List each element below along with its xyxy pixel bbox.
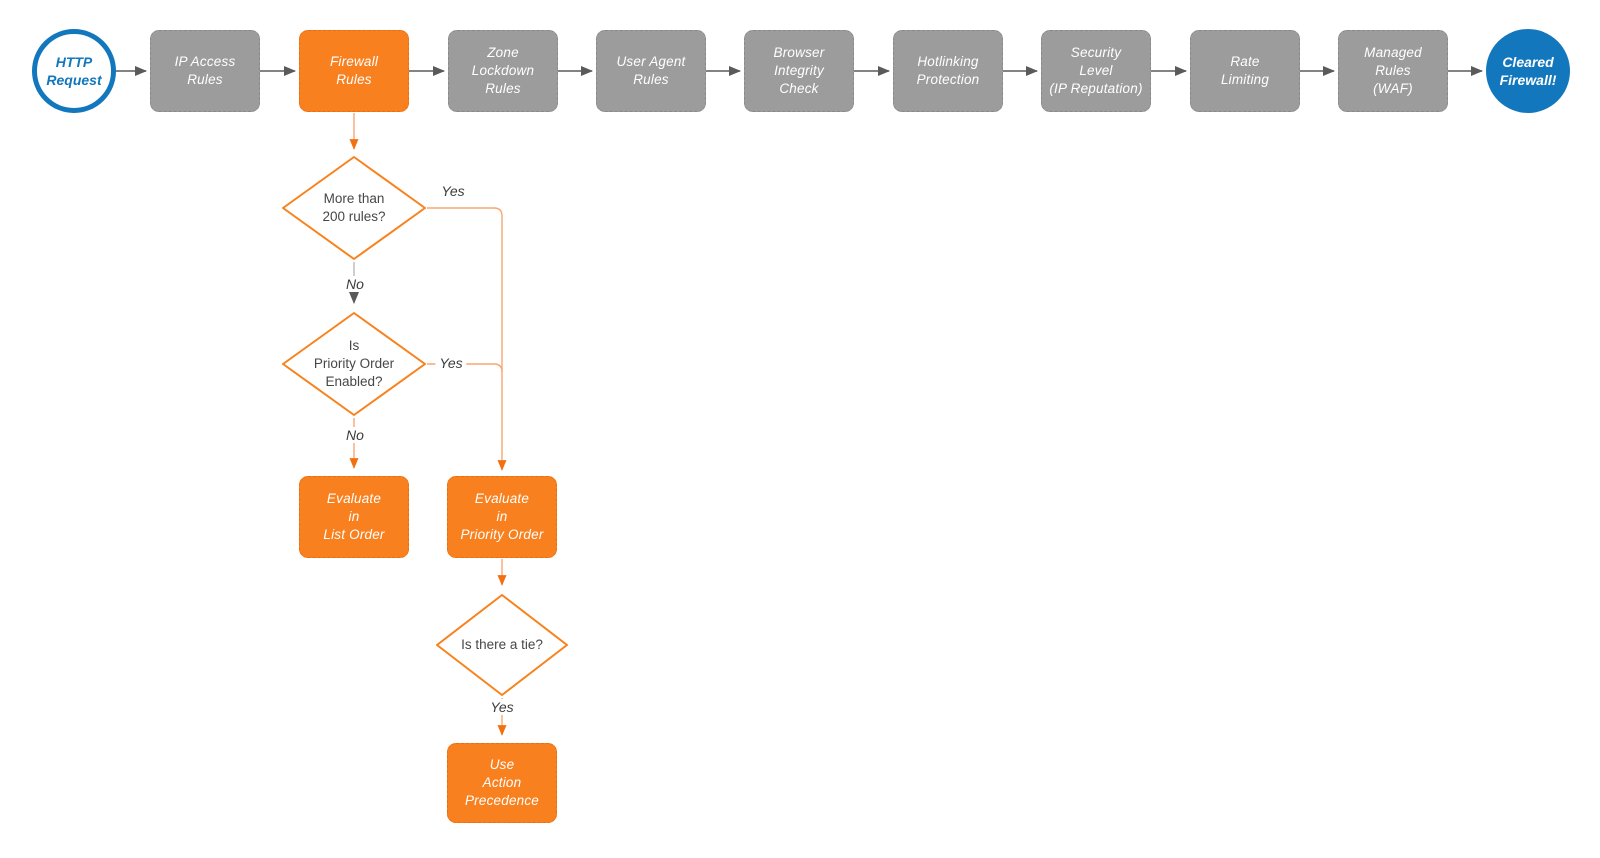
step-label: Firewall Rules <box>329 54 379 87</box>
step-zone-lockdown-rules: Zone Lockdown Rules <box>448 30 558 112</box>
step-label: Security Level (IP Reputation) <box>1049 45 1143 96</box>
action-evaluate-priority-order: Evaluate in Priority Order <box>447 476 557 558</box>
start-node-label: HTTP Request <box>46 53 102 88</box>
edge-label-no-2: No <box>342 427 368 443</box>
step-managed-rules-waf: Managed Rules (WAF) <box>1338 30 1448 112</box>
decision-is-there-a-tie: Is there a tie? <box>435 593 569 697</box>
diamond-shape <box>282 156 426 260</box>
decision-label: More than 200 rules? <box>322 190 386 224</box>
step-label: Browser Integrity Check <box>773 45 825 96</box>
step-firewall-rules: Firewall Rules <box>299 30 409 112</box>
action-label: Use Action Precedence <box>464 756 540 809</box>
decision-more-than-200-rules: More than 200 rules? <box>281 155 427 261</box>
diamond-shape <box>436 594 568 696</box>
edge-label-yes-3: Yes <box>486 699 518 715</box>
decision-label: Is there a tie? <box>461 636 543 652</box>
edge-label-yes-1: Yes <box>441 183 465 199</box>
step-hotlinking-protection: Hotlinking Protection <box>893 30 1003 112</box>
step-label: IP Access Rules <box>174 54 236 87</box>
start-node-http-request: HTTP Request <box>32 29 116 113</box>
step-label: Rate Limiting <box>1220 54 1270 87</box>
step-label: Managed Rules (WAF) <box>1364 45 1422 96</box>
step-label: Zone Lockdown Rules <box>471 45 535 96</box>
step-browser-integrity-check: Browser Integrity Check <box>744 30 854 112</box>
edge-label-yes-2: Yes <box>435 355 467 371</box>
action-use-action-precedence: Use Action Precedence <box>447 743 557 823</box>
step-ip-access-rules: IP Access Rules <box>150 30 260 112</box>
step-label: User Agent Rules <box>616 54 686 87</box>
step-security-level: Security Level (IP Reputation) <box>1041 30 1151 112</box>
end-node-cleared-firewall: Cleared Firewall! <box>1486 29 1570 113</box>
decision-priority-order-enabled: Is Priority Order Enabled? <box>281 311 427 417</box>
step-label: Hotlinking Protection <box>916 54 980 87</box>
decision-label: Is Priority Order Enabled? <box>313 337 395 390</box>
action-label: Evaluate in List Order <box>323 490 385 543</box>
diamond-shape <box>282 312 426 416</box>
step-rate-limiting: Rate Limiting <box>1190 30 1300 112</box>
action-evaluate-list-order: Evaluate in List Order <box>299 476 409 558</box>
end-node-label: Cleared Firewall! <box>1499 53 1557 88</box>
action-label: Evaluate in Priority Order <box>460 490 544 543</box>
step-user-agent-rules: User Agent Rules <box>596 30 706 112</box>
edge-label-no-1: No <box>342 276 368 292</box>
